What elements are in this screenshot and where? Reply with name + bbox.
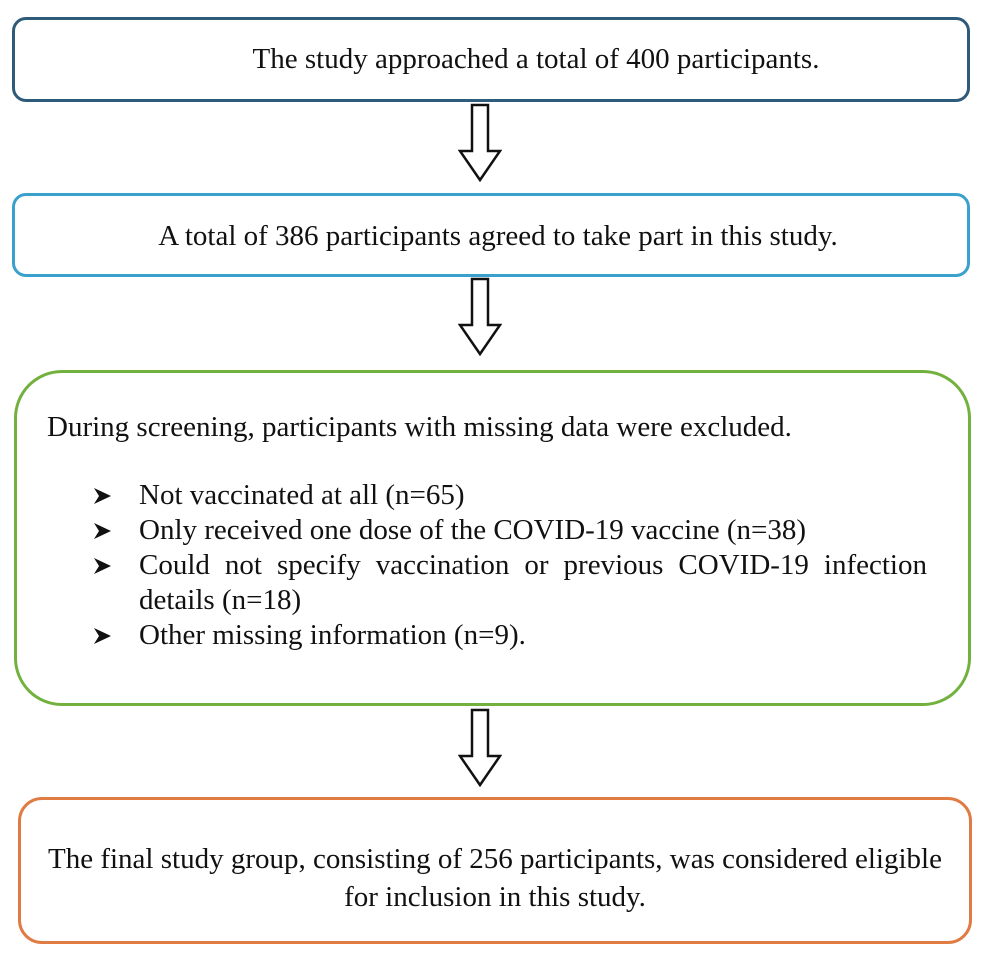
exclusion-list: Not vaccinated at all (n=65) Only receiv… xyxy=(92,478,927,653)
down-arrow-icon xyxy=(458,277,502,357)
exclusion-text: Other missing information (n=9). xyxy=(139,619,526,651)
exclusion-text: Could not specify vaccination or previou… xyxy=(139,549,927,616)
down-arrow-icon xyxy=(458,103,502,183)
step-box-approached: The study approached a total of 400 part… xyxy=(12,17,970,102)
exclusion-text: Not vaccinated at all (n=65) xyxy=(139,479,465,511)
exclusion-text: Only received one dose of the COVID-19 v… xyxy=(139,514,807,546)
screening-heading: During screening, participants with miss… xyxy=(47,411,792,443)
final-group-box: The final study group, consisting of 256… xyxy=(18,797,972,944)
arrowhead-bullet-icon xyxy=(94,558,111,574)
exclusion-item: Not vaccinated at all (n=65) xyxy=(92,478,927,513)
step-box-agreed: A total of 386 participants agreed to ta… xyxy=(12,193,970,277)
screening-box: During screening, participants with miss… xyxy=(14,370,971,706)
arrowhead-bullet-icon xyxy=(94,523,111,539)
arrowhead-bullet-icon xyxy=(94,628,111,644)
exclusion-item: Other missing information (n=9). xyxy=(92,618,927,653)
exclusion-item: Only received one dose of the COVID-19 v… xyxy=(92,513,927,548)
step-text-agreed: A total of 386 participants agreed to ta… xyxy=(158,220,838,252)
down-arrow-icon xyxy=(458,708,502,788)
exclusion-item: Could not specify vaccination or previou… xyxy=(92,548,927,618)
arrowhead-bullet-icon xyxy=(94,488,111,504)
step-text-approached: The study approached a total of 400 part… xyxy=(252,43,820,75)
final-group-text: The final study group, consisting of 256… xyxy=(48,843,942,913)
